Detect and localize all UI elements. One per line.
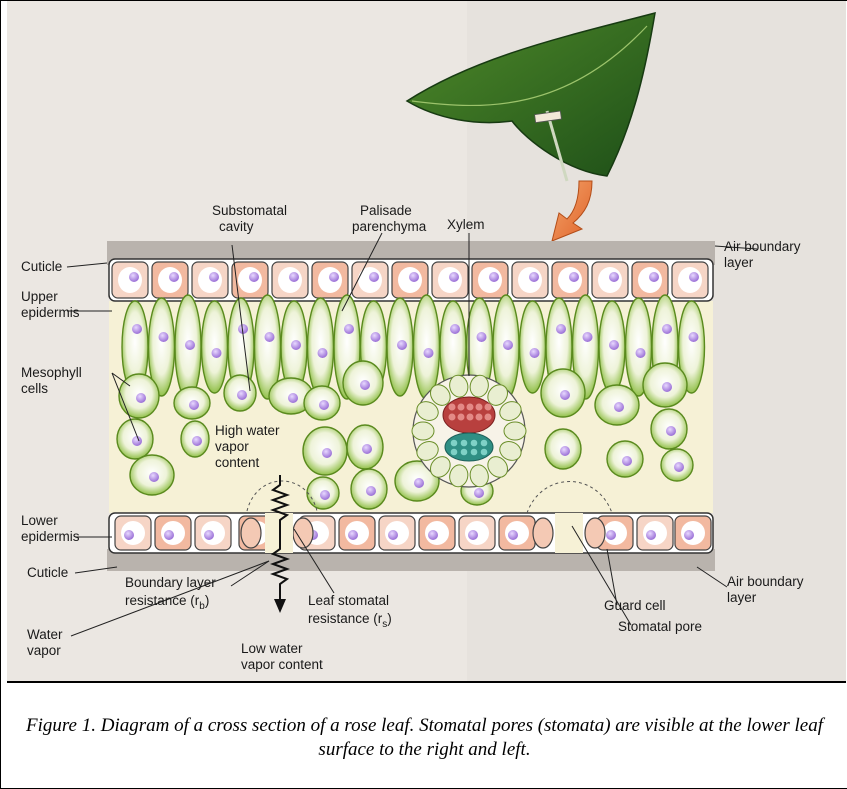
label-stomatal-pore: Stomatal pore [618,619,702,634]
guard-cell [241,518,261,548]
nucleus [649,272,659,282]
nucleus [449,272,459,282]
palisade-cell [414,295,440,399]
stomatal-pore-right [555,513,583,553]
nucleus [289,272,299,282]
figure-caption: Figure 1. Diagram of a cross section of … [1,714,847,762]
label-cuticle-bottom: Cuticle [27,565,68,580]
nucleus [249,272,259,282]
nucleus [329,272,339,282]
palisade-cell [520,301,546,393]
palisade-cell [202,301,228,393]
phloem-tissue [445,433,493,461]
nucleus [369,272,379,282]
label-xylem: Xylem [447,217,485,232]
leaf-cross-section [107,241,715,571]
nucleus [129,272,139,282]
bundle-sheath-cell [412,422,434,440]
nucleus [489,272,499,282]
nucleus [409,272,419,282]
guard-cell [533,518,553,548]
label-cuticle-top: Cuticle [21,259,62,274]
nucleus [569,272,579,282]
nucleus [209,272,219,282]
nucleus [169,272,179,282]
guard-cell [585,518,605,548]
nucleus [609,272,619,282]
bundle-sheath-cell [504,422,526,440]
nucleus [689,272,699,282]
palisade-cell [308,298,334,396]
nucleus [529,272,539,282]
label-guard-cell: Guard cell [604,598,666,613]
